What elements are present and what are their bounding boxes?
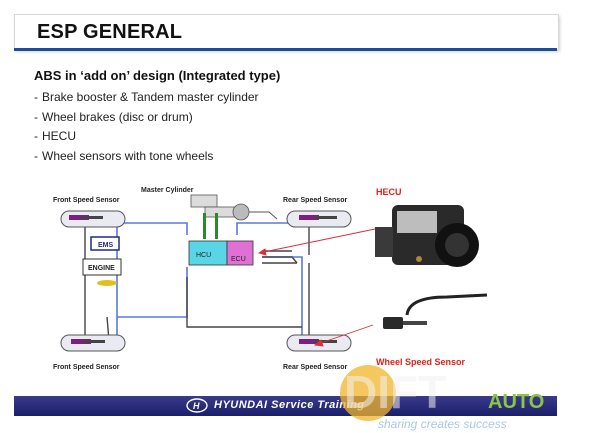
master-cylinder-graphic xyxy=(190,194,278,239)
wheel-speed-sensor-image xyxy=(383,293,488,329)
hecu-unit-image xyxy=(375,205,479,267)
label-rear-speed-sensor-top: Rear Speed Sensor xyxy=(283,197,347,204)
wheel-front-left-top xyxy=(60,210,126,228)
ems-box xyxy=(90,236,120,251)
engine-box xyxy=(82,258,122,276)
bullet-item: -Wheel brakes (disc or drum) xyxy=(34,109,193,124)
abs-system-diagram: Front Speed Sensor Master Cylinder Rear … xyxy=(47,167,504,379)
watermark-logo: DIFT AUTO sharing creates success xyxy=(340,365,544,431)
bullet-text: Wheel sensors with tone wheels xyxy=(42,148,214,163)
ecu-label: ECU xyxy=(231,256,246,263)
engine-label: ENGINE xyxy=(88,265,115,272)
watermark-suffix: AUTO xyxy=(488,391,544,413)
bullet-list: -Brake booster & Tandem master cylinder … xyxy=(34,88,259,166)
label-hecu: HECU xyxy=(376,187,402,197)
hcu-label: HCU xyxy=(196,252,211,259)
ems-label: EMS xyxy=(98,242,114,249)
ecu-box xyxy=(226,240,254,266)
bullet-item: -Wheel sensors with tone wheels xyxy=(34,148,214,163)
watermark-word: DIFT xyxy=(344,366,446,418)
footer-bar: H HYUNDAI Service Training xyxy=(14,396,557,416)
bullet-item: -HECU xyxy=(34,129,77,143)
hcu-box xyxy=(188,240,228,266)
section-heading: ABS in ‘add on’ design (Integrated type) xyxy=(34,68,281,83)
label-front-speed-sensor-top: Front Speed Sensor xyxy=(53,197,120,204)
bullet-item: -Brake booster & Tandem master cylinder xyxy=(34,90,259,104)
label-wheel-speed-sensor: Wheel Speed Sensor xyxy=(376,357,466,367)
red-arrows xyxy=(257,228,376,347)
watermark-tagline: sharing creates success xyxy=(378,417,507,431)
bullet-text: HECU xyxy=(42,129,77,143)
title-underline xyxy=(14,48,557,51)
slide-title: ESP GENERAL xyxy=(37,21,183,43)
svg-text:H: H xyxy=(193,401,200,411)
hyundai-logo-icon: H xyxy=(186,398,208,413)
bullet-text: Wheel brakes (disc or drum) xyxy=(42,109,193,124)
footer-brand-text: HYUNDAI Service Training xyxy=(214,399,365,411)
engine-part xyxy=(97,280,117,286)
wheel-front-left-bottom xyxy=(60,334,126,352)
wheel-rear-top xyxy=(286,210,352,228)
label-front-speed-sensor-bottom: Front Speed Sensor xyxy=(53,364,120,371)
diagram-canvas: Front Speed Sensor Master Cylinder Rear … xyxy=(47,167,504,379)
title-bar: ESP GENERAL xyxy=(14,14,559,50)
label-master-cylinder: Master Cylinder xyxy=(141,187,194,194)
label-rear-speed-sensor-bottom: Rear Speed Sensor xyxy=(283,364,347,371)
grey-lines xyxy=(84,227,310,342)
bullet-text: Brake booster & Tandem master cylinder xyxy=(42,90,259,104)
